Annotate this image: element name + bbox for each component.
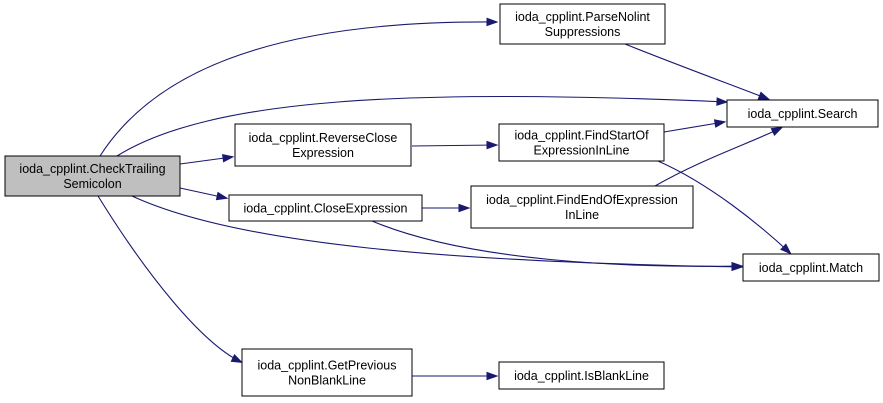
edge-line [99, 21, 497, 157]
arrowhead-icon [716, 97, 729, 106]
arrowhead-icon [458, 203, 471, 213]
arrowhead-icon [713, 119, 727, 128]
node-label-line: Expression [292, 146, 354, 160]
edge-line [663, 121, 725, 133]
call-graph-nodes: ioda_cpplint.CheckTrailingSemicolonioda_… [4, 3, 880, 397]
node-label-line: InLine [565, 208, 599, 222]
node-label-line: ioda_cpplint.ParseNolint [515, 10, 650, 24]
edge-close-expression-to-match [371, 220, 744, 271]
node-box [234, 123, 412, 167]
edge-check-trailing-semicolon-to-close-expression [179, 187, 229, 201]
edge-line [624, 43, 769, 100]
edge-find-end-of-expression-in-line-to-search [654, 126, 784, 187]
edge-find-start-of-expression-in-line-to-match [657, 160, 792, 255]
node-search[interactable]: ioda_cpplint.Search [726, 99, 879, 128]
node-box [726, 99, 879, 128]
edge-check-trailing-semicolon-to-search [116, 95, 729, 157]
node-label-line: ioda_cpplint.Match [759, 261, 863, 275]
node-box [228, 194, 423, 222]
edge-line [411, 144, 497, 147]
edge-check-trailing-semicolon-to-parse-nolint-suppressions [99, 17, 499, 157]
node-label-line: Semicolon [63, 177, 121, 191]
node-box [241, 348, 413, 397]
arrowhead-icon [780, 243, 792, 255]
arrowhead-icon [486, 371, 499, 381]
arrowhead-icon [770, 126, 784, 137]
node-label-line: ioda_cpplint.GetPrevious [258, 359, 397, 373]
edge-check-trailing-semicolon-to-reverse-close-expression [179, 153, 235, 165]
node-label-line: ioda_cpplint.FindStartOf [514, 129, 649, 143]
edge-line [654, 127, 782, 187]
edge-line [116, 95, 727, 157]
node-label-line: ioda_cpplint.ReverseClose [249, 131, 398, 145]
edge-close-expression-to-find-end-of-expression-in-line [422, 203, 471, 213]
edge-get-previous-non-blank-line-to-is-blank-line [412, 371, 499, 381]
arrowhead-icon [230, 353, 244, 364]
node-label-line: ioda_cpplint.IsBlankLine [514, 369, 649, 383]
node-box [499, 3, 666, 45]
node-close-expression[interactable]: ioda_cpplint.CloseExpression [228, 194, 423, 222]
node-label-line: ioda_cpplint.CheckTrailing [19, 162, 165, 176]
edge-reverse-close-expression-to-find-start-of-expression-in-line [411, 140, 499, 150]
node-box [470, 185, 694, 229]
edge-find-start-of-expression-in-line-to-search [663, 119, 727, 133]
node-label-line: ioda_cpplint.CloseExpression [244, 202, 408, 216]
node-label-line: ioda_cpplint.Search [748, 107, 858, 121]
arrowhead-icon [215, 191, 229, 201]
node-label-line: NonBlankLine [288, 374, 366, 388]
edge-line [131, 195, 742, 268]
edge-line [657, 160, 791, 254]
edge-parse-nolint-suppressions-to-search [624, 43, 771, 100]
arrowhead-icon [486, 17, 499, 27]
node-match[interactable]: ioda_cpplint.Match [742, 253, 880, 282]
node-box [4, 155, 181, 197]
arrowhead-icon [731, 261, 744, 271]
edge-line [97, 195, 242, 363]
call-graph-edges [97, 17, 792, 381]
arrowhead-icon [757, 91, 771, 100]
edge-check-trailing-semicolon-to-get-previous-non-blank-line [97, 195, 244, 364]
arrowhead-icon [222, 153, 235, 163]
node-label-line: ioda_cpplint.FindEndOfExpression [486, 193, 678, 207]
node-box [742, 253, 880, 282]
edge-line [371, 220, 742, 267]
node-box [498, 361, 665, 390]
node-box [498, 123, 665, 162]
node-label-line: Suppressions [545, 25, 621, 39]
node-is-blank-line[interactable]: ioda_cpplint.IsBlankLine [498, 361, 665, 390]
arrowhead-icon [486, 140, 499, 150]
node-label-line: ExpressionInLine [534, 144, 630, 158]
